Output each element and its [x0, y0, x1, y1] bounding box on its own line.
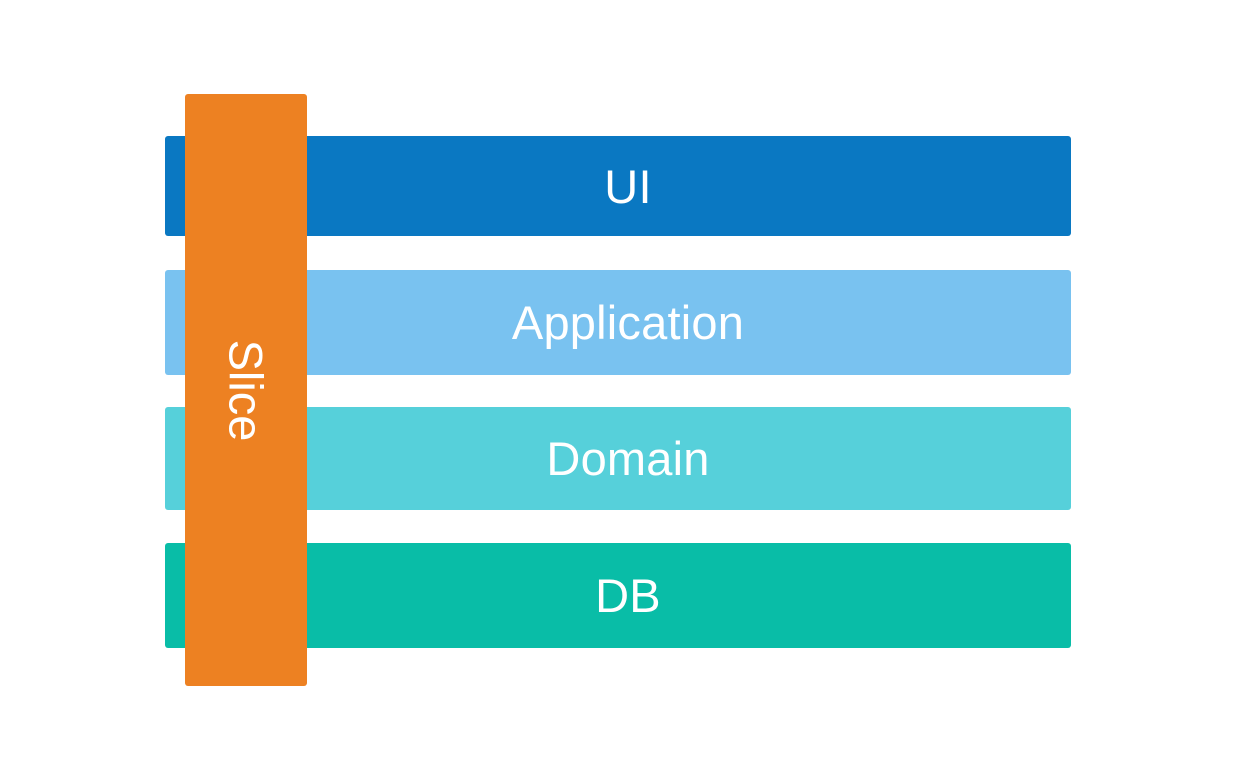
vertical-slice-bar[interactable]: Slice	[185, 94, 307, 686]
layer-bar-ui[interactable]: UI	[165, 136, 1071, 236]
layer-label-application: Application	[511, 296, 745, 349]
layer-label-domain: Domain	[546, 432, 710, 485]
layer-label-db: DB	[595, 569, 661, 622]
vertical-slice-label: Slice	[219, 339, 273, 441]
layer-bar-db[interactable]: DB	[165, 543, 1071, 648]
layer-bar-domain[interactable]: Domain	[165, 407, 1071, 510]
layer-label-ui: UI	[604, 159, 652, 213]
layer-bar-application[interactable]: Application	[165, 270, 1071, 375]
